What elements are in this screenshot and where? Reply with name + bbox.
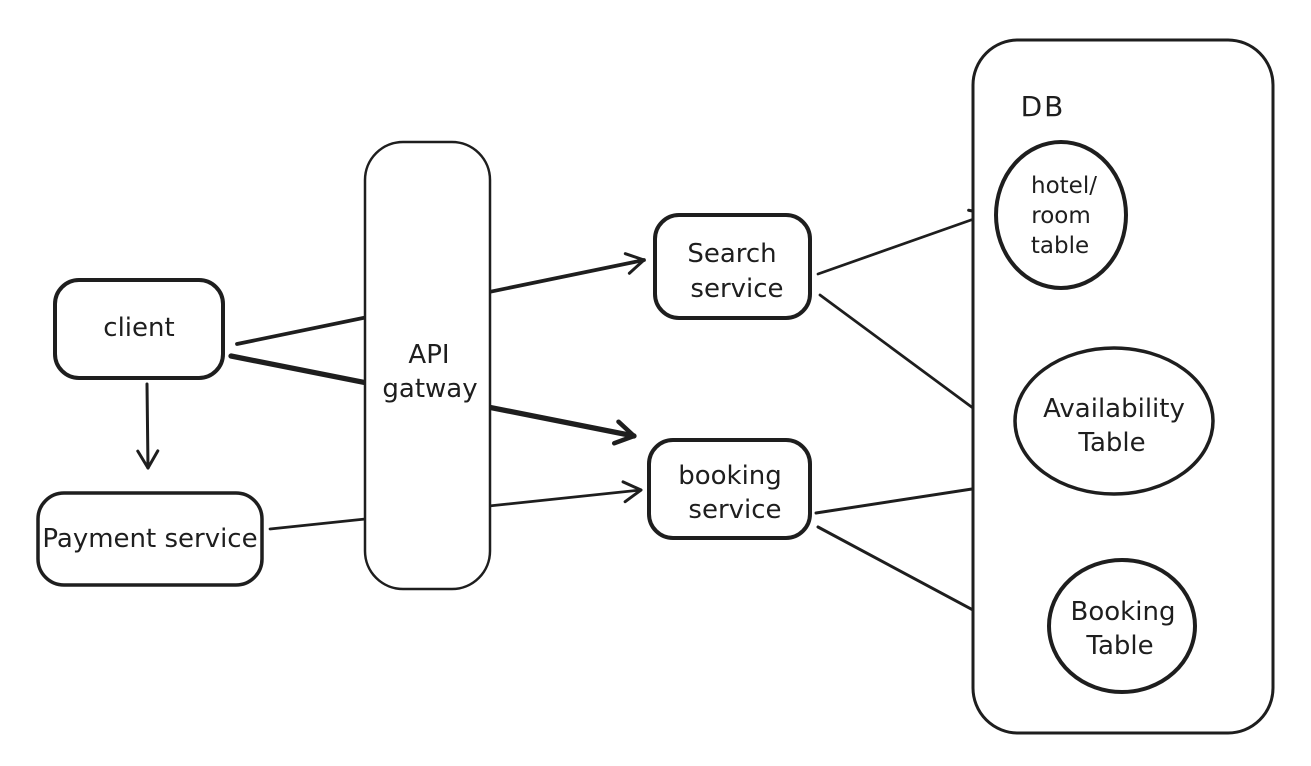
booking-table-label-line2: Table bbox=[1085, 631, 1153, 661]
payment-service-label: Payment service bbox=[42, 524, 257, 554]
client-label: client bbox=[103, 313, 174, 343]
availability-table-label-line2: Table bbox=[1077, 428, 1145, 458]
edge-client-payment-service[interactable] bbox=[136, 382, 160, 470]
edge-search-availability-table[interactable] bbox=[818, 293, 1002, 430]
node-api-gateway[interactable]: API gatway bbox=[363, 140, 492, 591]
hotel-room-table-label-line1: hotel/ bbox=[1031, 173, 1097, 199]
availability-table-label-line1: Availability bbox=[1043, 394, 1185, 424]
node-payment-service[interactable]: Payment service bbox=[36, 491, 264, 587]
api-gateway-label-line1: API bbox=[408, 340, 449, 370]
search-service-label-line1: Search bbox=[687, 239, 776, 269]
hotel-room-table-label-line3: table bbox=[1031, 233, 1089, 259]
booking-service-label-line1: booking bbox=[678, 461, 782, 491]
node-hotel-room-table[interactable]: hotel/ room table bbox=[994, 140, 1128, 290]
node-availability-table[interactable]: Availability Table bbox=[1013, 346, 1215, 496]
node-client[interactable]: client bbox=[53, 278, 225, 380]
db-label: DB bbox=[1021, 90, 1066, 123]
api-gateway-label-line2: gatway bbox=[382, 374, 477, 404]
booking-table-label-line1: Booking bbox=[1071, 597, 1176, 627]
node-search-service[interactable]: Search service bbox=[653, 213, 812, 320]
booking-service-label-line2: service bbox=[688, 495, 781, 525]
node-booking-table[interactable]: Booking Table bbox=[1047, 558, 1197, 694]
hotel-room-table-label-line2: room bbox=[1031, 203, 1091, 229]
edge-search-hotel-room-table[interactable] bbox=[816, 208, 990, 276]
search-service-label-line2: service bbox=[690, 274, 783, 304]
node-booking-service[interactable]: booking service bbox=[647, 438, 812, 540]
